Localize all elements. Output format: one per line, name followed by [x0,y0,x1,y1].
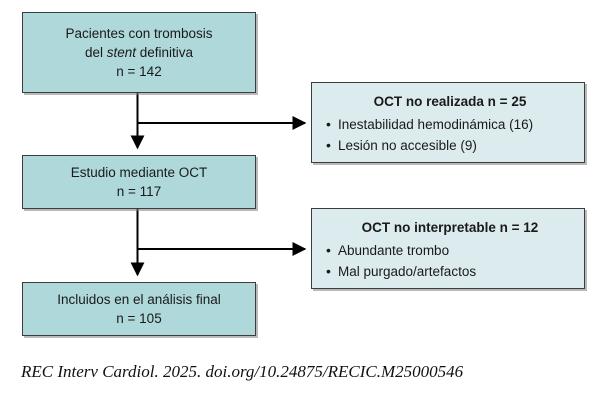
side-node-title: OCT no realizada n = 25 [373,94,527,109]
node-line-1: Pacientes con trombosis [65,25,213,41]
node-estudio-mediante-oct: Estudio mediante OCT n = 117 [22,155,256,209]
side-node-title: OCT no interpretable n = 12 [361,220,539,235]
node-line-2-post: definitiva [136,44,194,60]
node-incluidos-analisis-final: Incluidos en el análisis final n = 105 [22,282,256,336]
node-line-1: Estudio mediante OCT [70,164,208,180]
node-oct-no-realizada: OCT no realizada n = 25 Inestabilidad he… [311,82,585,163]
side-node-list: Inestabilidad hemodinámica (16) Lesión n… [326,114,574,156]
list-item: Abundante trombo [326,240,574,261]
node-count: n = 105 [116,311,162,326]
node-line-2: del stent definitiva [85,43,193,62]
node-line-1: Incluidos en el análisis final [57,291,221,307]
node-count: n = 117 [116,184,162,199]
side-node-list: Abundante trombo Mal purgado/artefactos [326,240,574,282]
list-item: Lesión no accesible (9) [326,135,574,156]
node-line-2-emphasis: stent [106,44,136,60]
node-oct-no-interpretable: OCT no interpretable n = 12 Abundante tr… [311,208,585,289]
node-line-2-pre: del [84,44,107,60]
list-item: Inestabilidad hemodinámica (16) [326,114,574,135]
node-pacientes-con-trombosis: Pacientes con trombosis del stent defini… [22,12,256,93]
node-count: n = 142 [116,64,162,80]
list-item: Mal purgado/artefactos [326,261,574,282]
citation-text: REC Interv Cardiol. 2025. doi.org/10.248… [21,362,464,381]
